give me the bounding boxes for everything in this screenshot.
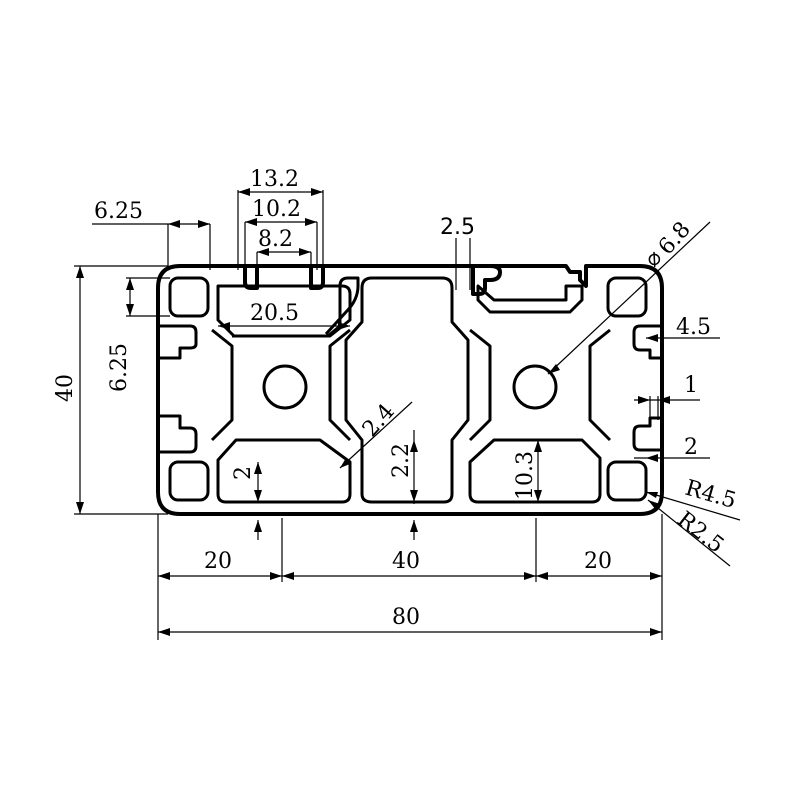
label-6-25-top: 6.25 bbox=[94, 199, 143, 224]
right-slot-upper bbox=[632, 324, 662, 360]
label-13-2: 13.2 bbox=[250, 167, 299, 192]
label-10-2: 10.2 bbox=[252, 197, 301, 222]
profile-body bbox=[156, 264, 664, 516]
right-core-web bbox=[468, 328, 612, 442]
label-10-3: 10.3 bbox=[513, 451, 538, 500]
label-40-bottom: 40 bbox=[392, 549, 420, 574]
left-upper-cavity bbox=[216, 284, 352, 338]
dimension-labels: 13.2 10.2 8.2 6.25 2.5 20.5 6.25 40 ⌀ 6.… bbox=[53, 167, 739, 630]
central-cavity bbox=[344, 276, 470, 504]
label-80: 80 bbox=[392, 605, 420, 630]
arrowheads bbox=[76, 188, 670, 636]
corner-pocket-bottom-right bbox=[606, 460, 648, 502]
label-2-4: 2.4 bbox=[358, 399, 400, 442]
label-2-5: 2.5 bbox=[440, 215, 475, 240]
label-2-2: 2.2 bbox=[389, 443, 414, 478]
label-20-right: 20 bbox=[584, 549, 612, 574]
corner-pocket-top-left bbox=[168, 276, 210, 318]
label-6-8: 6.8 bbox=[654, 217, 696, 260]
label-1: 1 bbox=[684, 373, 698, 398]
label-40-height: 40 bbox=[53, 374, 78, 402]
label-20-5: 20.5 bbox=[250, 301, 299, 326]
right-lower-cavity bbox=[468, 438, 602, 504]
label-20-left: 20 bbox=[204, 549, 232, 574]
label-r2-5: R2.5 bbox=[672, 507, 728, 558]
right-slot-lower bbox=[632, 416, 662, 452]
right-upper-cavity bbox=[476, 284, 584, 314]
profile-outer-contour bbox=[156, 264, 664, 516]
label-2-left: 2 bbox=[231, 466, 256, 480]
label-4-5: 4.5 bbox=[676, 315, 711, 340]
label-6-25-left: 6.25 bbox=[107, 343, 132, 392]
label-8-2: 8.2 bbox=[258, 227, 293, 252]
left-slot-upper bbox=[158, 324, 198, 360]
left-slot-lower bbox=[158, 414, 198, 454]
left-lower-cavity bbox=[216, 438, 352, 504]
left-core-web bbox=[210, 328, 352, 442]
corner-pocket-top-right bbox=[606, 276, 648, 318]
corner-pocket-bottom-left bbox=[168, 460, 210, 502]
right-core-hole bbox=[512, 364, 558, 410]
label-2-right: 2 bbox=[684, 435, 698, 460]
left-core-hole bbox=[262, 364, 308, 410]
dimension-lines bbox=[74, 190, 741, 640]
